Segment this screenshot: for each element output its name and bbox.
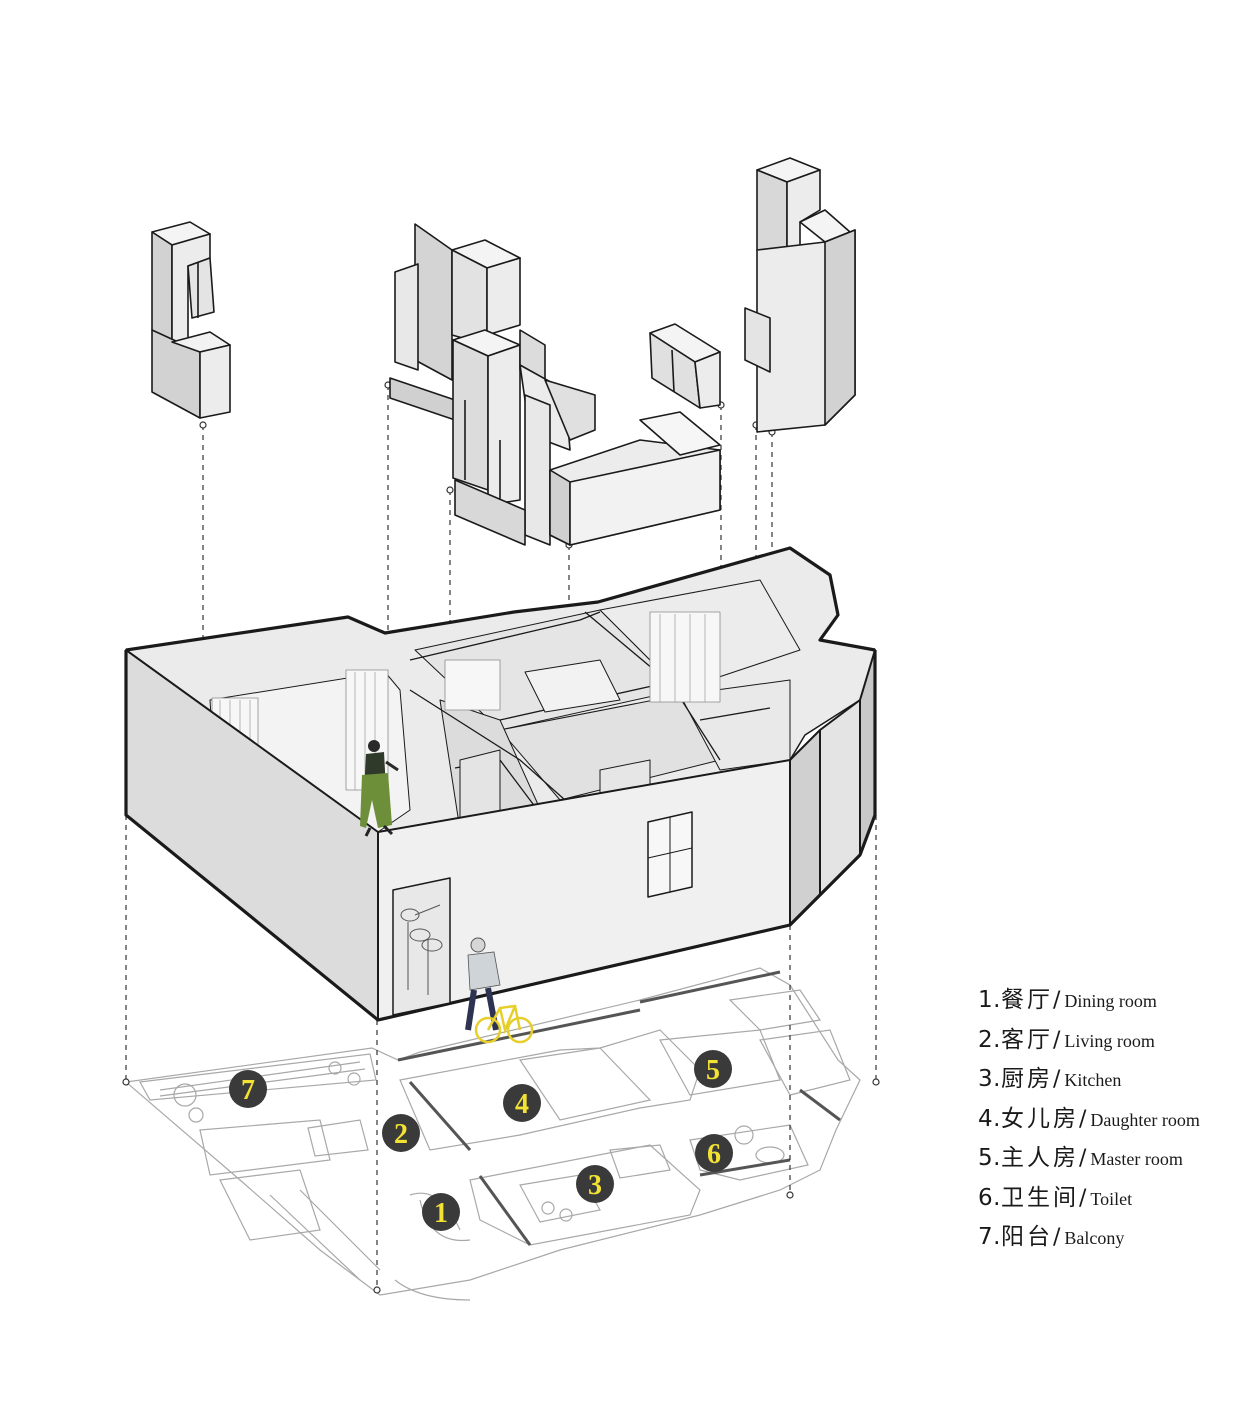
room-marker-label: 4 xyxy=(515,1089,529,1120)
legend-item-toilet: 6.卫生间/Toilet xyxy=(978,1184,1133,1211)
person-with-bicycle xyxy=(465,937,534,1044)
legend-item-master-room: 5.主人房/Master room xyxy=(978,1145,1183,1171)
person-on-balcony xyxy=(360,740,399,837)
room-legend: 1.餐厅/Dining room 2.客厅/Living room 3.厨房/K… xyxy=(978,980,1248,1257)
legend-item-living-room: 2.客厅/Living room xyxy=(978,1026,1155,1053)
room-marker-label: 3 xyxy=(588,1170,602,1201)
legend-item-balcony: 7.阳台/Balcony xyxy=(978,1224,1125,1250)
legend-english-label: Daughter room xyxy=(1090,1109,1200,1130)
cabinet-block-right-small xyxy=(649,323,721,409)
legend-item-dining-room: 1.餐厅/Dining room xyxy=(978,987,1157,1013)
room-marker-6: 6 xyxy=(695,1134,733,1172)
legend-chinese-label: 主人房 xyxy=(1000,1145,1079,1171)
room-marker-label: 6 xyxy=(707,1139,721,1170)
room-marker-label: 7 xyxy=(241,1075,255,1106)
room-marker-7: 7 xyxy=(229,1070,267,1108)
legend-number: 3. xyxy=(978,1066,1001,1092)
legend-number: 7. xyxy=(978,1224,1001,1250)
cabinet-block-left xyxy=(151,221,231,419)
legend-chinese-label: 卫生间 xyxy=(1000,1184,1079,1211)
legend-chinese-label: 餐厅 xyxy=(1000,987,1053,1013)
floor-plan-walls xyxy=(397,970,841,1246)
legend-number: 1. xyxy=(978,987,1001,1013)
legend-english-label: Balcony xyxy=(1064,1228,1125,1248)
house-volume xyxy=(124,546,877,1022)
legend-item-daughter-room: 4.女儿房/Daughter room xyxy=(978,1105,1200,1132)
legend-chinese-label: 阳台 xyxy=(1000,1224,1053,1250)
legend-item-kitchen: 3.厨房/Kitchen xyxy=(978,1066,1122,1092)
room-marker-1: 1 xyxy=(422,1193,460,1231)
bicycle-icon xyxy=(474,1004,534,1044)
legend-english-label: Kitchen xyxy=(1064,1070,1122,1090)
legend-number: 5. xyxy=(978,1145,1001,1171)
room-markers: 1 2 3 4 5 6 7 xyxy=(229,1050,733,1231)
room-marker-5: 5 xyxy=(694,1050,732,1088)
room-marker-label: 5 xyxy=(706,1055,720,1086)
room-marker-label: 2 xyxy=(394,1119,408,1150)
cabinet-block-right-tall xyxy=(744,157,856,433)
cabinet-block-center xyxy=(389,223,721,546)
legend-chinese-label: 客厅 xyxy=(1000,1026,1053,1053)
legend-english-label: Dining room xyxy=(1064,991,1157,1011)
legend-english-label: Master room xyxy=(1090,1149,1183,1169)
room-marker-4: 4 xyxy=(503,1084,541,1122)
legend-chinese-label: 厨房 xyxy=(1000,1066,1053,1092)
legend-english-label: Toilet xyxy=(1090,1188,1133,1209)
legend-number: 6. xyxy=(978,1184,1001,1211)
floor-plan xyxy=(124,967,861,1301)
legend-chinese-label: 女儿房 xyxy=(1000,1105,1079,1132)
legend-number: 2. xyxy=(978,1026,1001,1053)
legend-number: 4. xyxy=(978,1105,1001,1132)
room-marker-2: 2 xyxy=(382,1114,420,1152)
room-marker-label: 1 xyxy=(434,1198,448,1229)
room-marker-3: 3 xyxy=(576,1165,614,1203)
legend-english-label: Living room xyxy=(1064,1030,1155,1051)
